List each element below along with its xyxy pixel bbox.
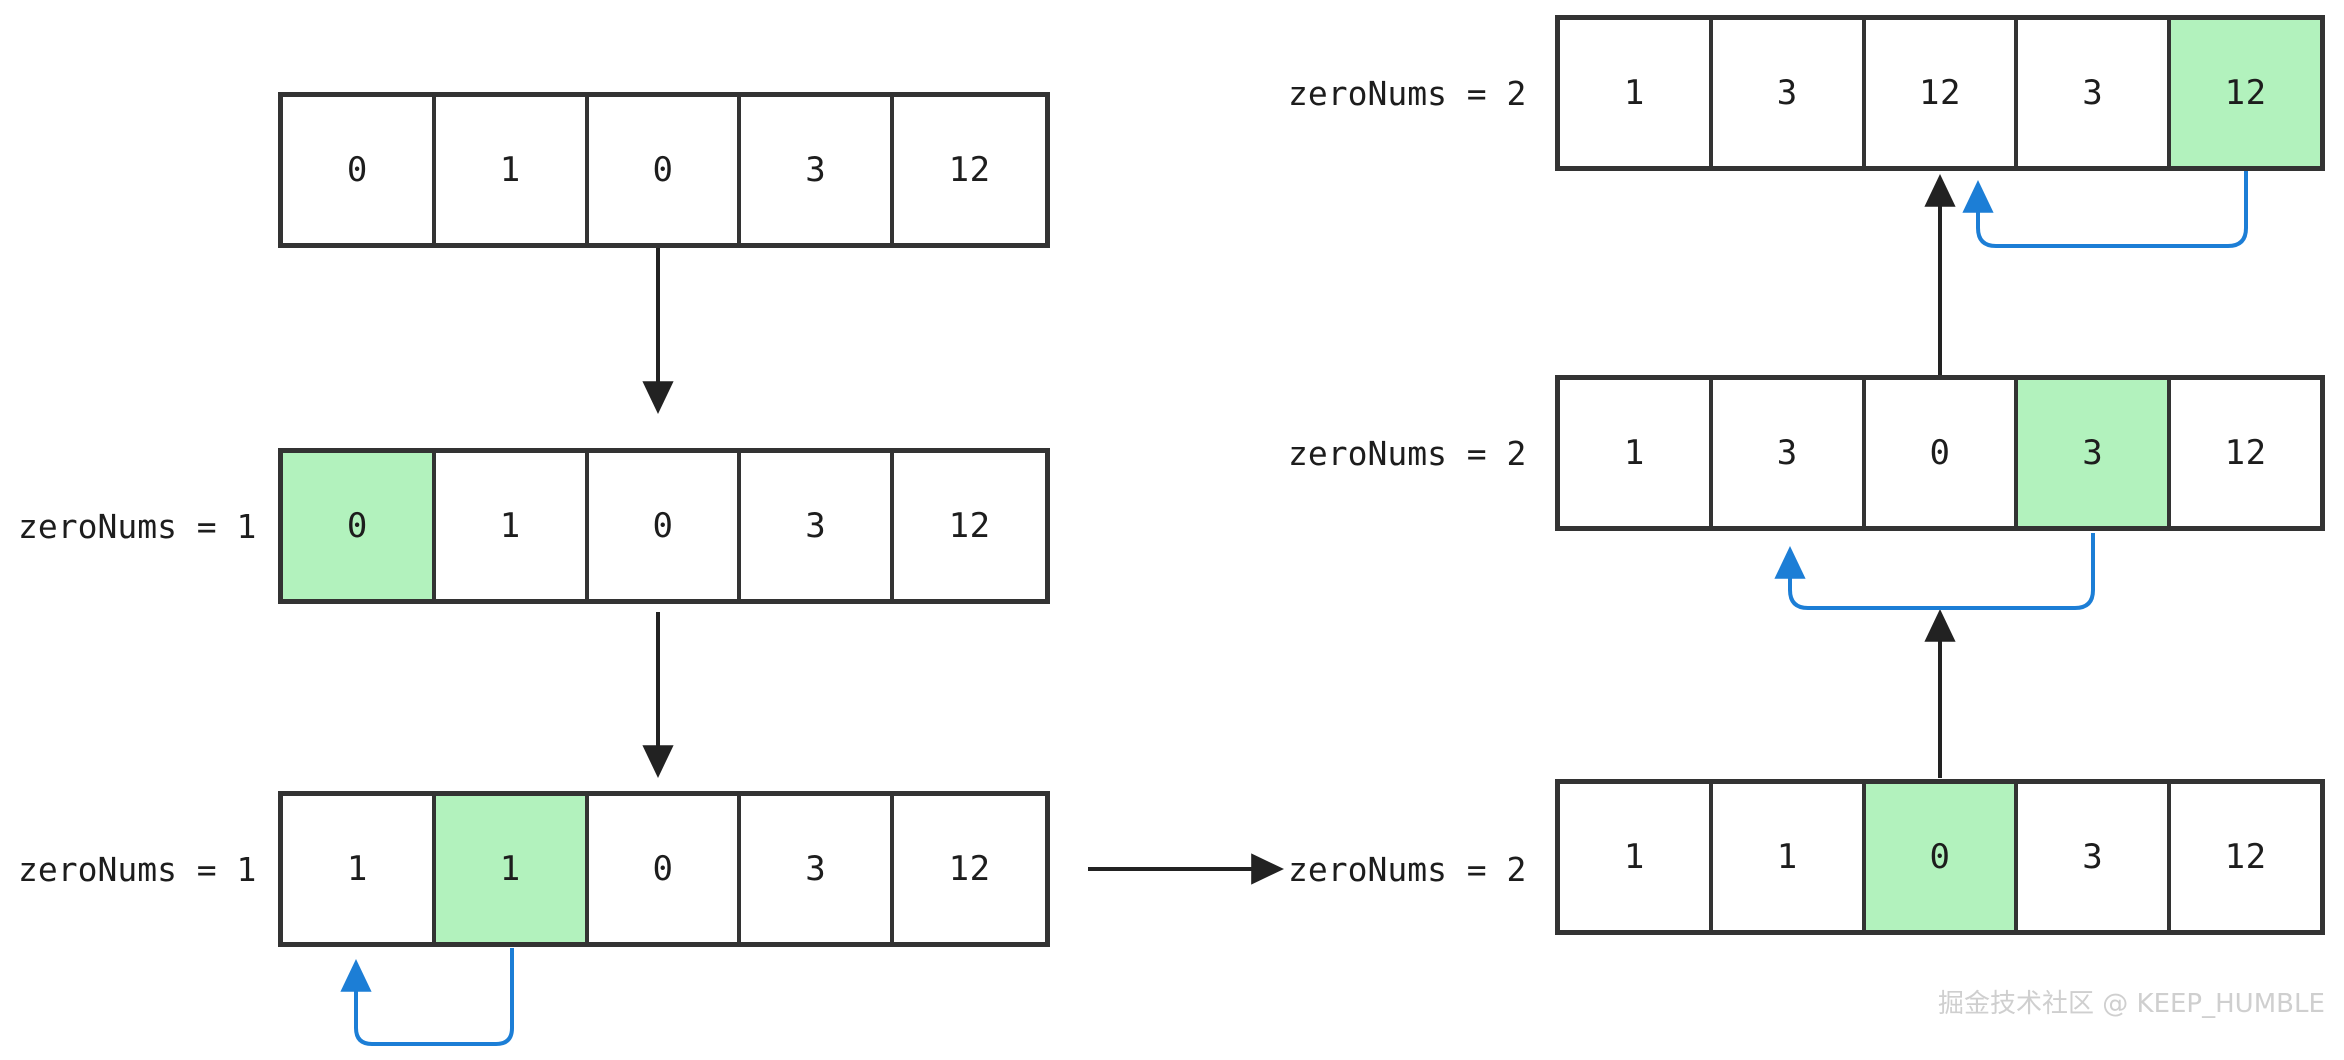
array-cell[interactable]: 3 [1712, 20, 1866, 166]
array-right-step-1[interactable]: 1 1 0 3 12 [1555, 779, 2325, 935]
label-zeronums-right-step-2: zeroNums = 2 [1288, 433, 1527, 473]
array-cell[interactable]: 0 [283, 97, 436, 243]
array-cell-highlighted[interactable]: 0 [1865, 784, 2019, 930]
label-zeronums-left-step-2: zeroNums = 1 [18, 506, 257, 546]
array-cell[interactable]: 12 [2171, 380, 2320, 526]
array-cell-highlighted[interactable]: 0 [283, 453, 436, 599]
watermark: 掘金技术社区 @ KEEP_HUMBLE [1938, 989, 2325, 1019]
array-cell[interactable]: 3 [2018, 784, 2172, 930]
swap-arrow-right-step-1 [1962, 168, 2248, 248]
array-cell[interactable]: 12 [894, 97, 1045, 243]
array-cell[interactable]: 12 [894, 796, 1045, 942]
swap-arrow-left-step-3 [340, 948, 514, 1046]
label-zeronums-left-step-3: zeroNums = 1 [18, 849, 257, 889]
array-cell[interactable]: 3 [2018, 20, 2172, 166]
array-cell-highlighted[interactable]: 3 [2018, 380, 2172, 526]
array-cell[interactable]: 0 [588, 97, 742, 243]
array-cell[interactable]: 1 [1560, 380, 1713, 526]
array-cell[interactable]: 12 [894, 453, 1045, 599]
array-cell[interactable]: 3 [741, 97, 895, 243]
array-right-step-2[interactable]: 1 3 0 3 12 [1555, 375, 2325, 531]
array-cell[interactable]: 12 [1865, 20, 2019, 166]
array-cell[interactable]: 12 [2171, 784, 2320, 930]
swap-arrow-right-step-2 [1774, 533, 2095, 610]
array-cell-highlighted[interactable]: 1 [435, 796, 589, 942]
array-cell[interactable]: 0 [1865, 380, 2019, 526]
array-right-step-3[interactable]: 1 3 12 3 12 [1555, 15, 2325, 171]
array-cell[interactable]: 3 [1712, 380, 1866, 526]
array-cell[interactable]: 1 [283, 796, 436, 942]
array-left-step-1[interactable]: 0 1 0 3 12 [278, 92, 1050, 248]
label-zeronums-right-step-3: zeroNums = 2 [1288, 73, 1527, 113]
array-left-step-3[interactable]: 1 1 0 3 12 [278, 791, 1050, 947]
array-cell-highlighted[interactable]: 12 [2171, 20, 2320, 166]
array-cell[interactable]: 0 [588, 453, 742, 599]
array-left-step-2[interactable]: 0 1 0 3 12 [278, 448, 1050, 604]
array-cell[interactable]: 3 [741, 796, 895, 942]
array-cell[interactable]: 0 [588, 796, 742, 942]
array-cell[interactable]: 1 [435, 453, 589, 599]
array-cell[interactable]: 1 [1712, 784, 1866, 930]
array-cell[interactable]: 1 [435, 97, 589, 243]
array-cell[interactable]: 1 [1560, 20, 1713, 166]
label-zeronums-right-step-1: zeroNums = 2 [1288, 849, 1527, 889]
array-cell[interactable]: 3 [741, 453, 895, 599]
array-cell[interactable]: 1 [1560, 784, 1713, 930]
